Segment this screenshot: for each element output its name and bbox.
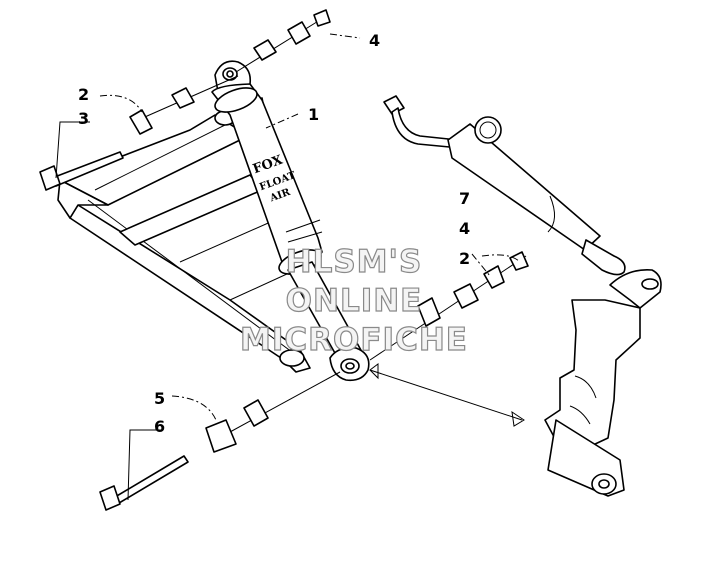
callout-2-right: 2 [459, 249, 470, 268]
callout-4-right: 4 [459, 219, 470, 238]
watermark-line-2: ONLINE [286, 283, 423, 319]
callout-2-top-left: 2 [78, 85, 89, 104]
callout-6: 6 [154, 417, 165, 436]
air-pump [383, 95, 626, 276]
watermark-line-3: MICROFICHE [240, 322, 468, 358]
callout-4-top: 4 [369, 31, 380, 50]
leader-lines [55, 33, 555, 501]
callout-1: 1 [308, 105, 319, 124]
shock-absorber: FOX FLOAT AIR [211, 60, 370, 382]
bottom-hardware [99, 371, 341, 511]
callout-7: 7 [459, 189, 470, 208]
spindle [544, 268, 662, 497]
callout-3: 3 [78, 109, 89, 128]
right-hardware [369, 251, 529, 361]
watermark-line-1: HLSM'S [286, 244, 423, 280]
top-hardware [39, 9, 331, 191]
callouts: 4 2 3 1 7 4 2 5 6 [78, 31, 470, 436]
watermark: HLSM'S ONLINE MICROFICHE [239, 243, 468, 358]
callout-5: 5 [154, 389, 165, 408]
a-arm [57, 110, 311, 373]
